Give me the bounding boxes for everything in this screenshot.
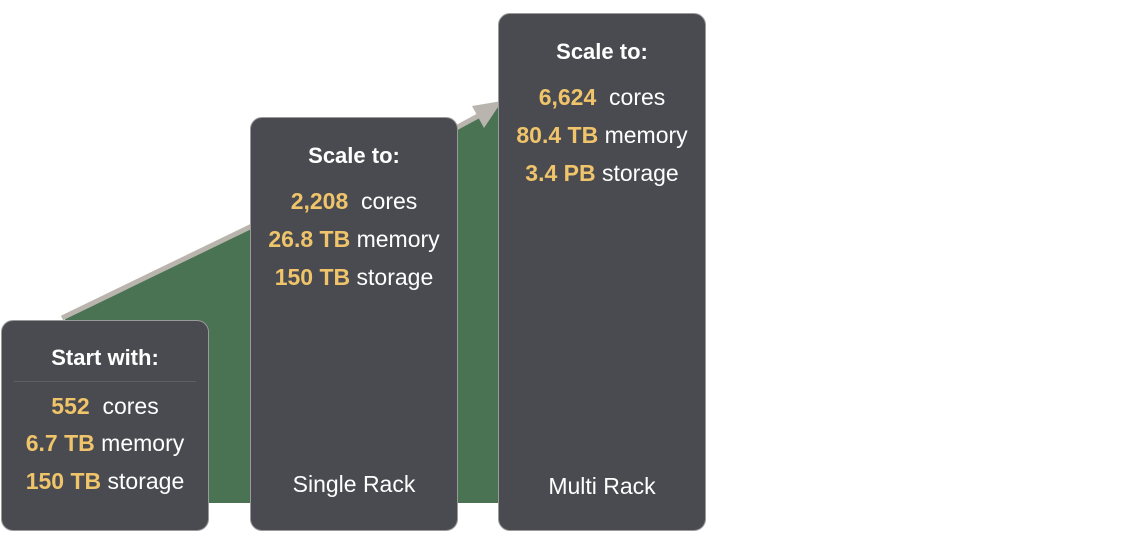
growth-arrow-line (60, 223, 254, 321)
stat-label: storage (602, 160, 679, 186)
stat-label: storage (356, 264, 434, 290)
single-rack-card: Scale to: 2,208 cores 26.8 TB memory 150… (250, 117, 458, 531)
growth-area (456, 105, 500, 503)
stat-memory: 26.8 TB memory (251, 226, 457, 253)
card-divider (14, 381, 196, 382)
stat-storage: 150 TB storage (251, 264, 457, 291)
card-title: Start with: (51, 345, 159, 370)
stat-value: 80.4 TB (516, 122, 599, 148)
stat-memory: 6.7 TB memory (2, 430, 208, 457)
stat-value: 3.4 PB (525, 160, 596, 186)
stat-value: 552 (51, 393, 90, 419)
stat-storage: 150 TB storage (2, 468, 208, 495)
stat-label: cores (609, 84, 666, 110)
card-footer: Multi Rack (548, 473, 656, 499)
stat-cores: 552 cores (2, 393, 208, 420)
stat-value: 150 TB (274, 264, 351, 290)
stat-value: 6,624 (538, 84, 597, 110)
stat-memory: 80.4 TB memory (499, 122, 705, 149)
card-title: Scale to: (556, 39, 648, 64)
stat-label: memory (101, 430, 185, 456)
stat-label: storage (107, 468, 185, 494)
start-card: Start with: 552 cores 6.7 TB memory 150 … (1, 320, 209, 531)
stat-value: 6.7 TB (25, 430, 95, 456)
stat-cores: 2,208 cores (251, 188, 457, 215)
stat-label: memory (356, 226, 440, 252)
card-footer: Single Rack (292, 471, 416, 497)
stat-value: 150 TB (25, 468, 102, 494)
stat-label: cores (361, 188, 418, 214)
growth-arrow-line (454, 112, 482, 131)
card-title: Scale to: (308, 143, 400, 168)
multi-rack-card: Scale to: 6,624 cores 80.4 TB memory 3.4… (498, 13, 706, 531)
growth-arrow-head (472, 101, 502, 128)
stat-value: 26.8 TB (268, 226, 351, 252)
stat-value: 2,208 (290, 188, 349, 214)
stat-label: memory (604, 122, 688, 148)
stat-storage: 3.4 PB storage (499, 160, 705, 187)
stat-label: cores (102, 393, 159, 419)
stat-cores: 6,624 cores (499, 84, 705, 111)
